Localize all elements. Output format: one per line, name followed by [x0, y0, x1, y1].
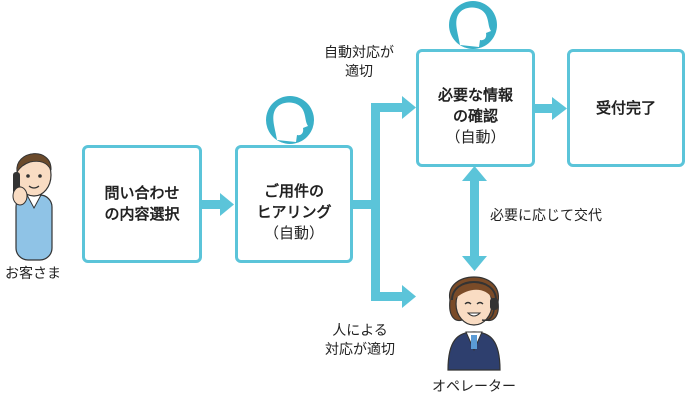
ai-head-icon: [266, 96, 314, 144]
arrow-handover-down-head: [462, 256, 487, 271]
box-inquiry-selection: 問い合わせ の内容選択: [82, 145, 202, 263]
label-human-response-line-1: 人による: [332, 323, 388, 339]
arrow-inquiry-to-hearing: [201, 200, 221, 209]
box-confirm-line-1: 必要な情報: [437, 85, 513, 104]
label-operator: オペレーター: [432, 379, 516, 395]
connectors: [201, 96, 567, 308]
arrow-handover-up-head: [462, 166, 487, 181]
arrow-handover-shaft: [470, 180, 479, 258]
box-inquiry-line-1: 問い合わせ: [104, 184, 180, 202]
box-hearing-line-1: ご用件の: [263, 181, 324, 200]
arrow-hearing-branch: [352, 200, 380, 209]
box-hearing: ご用件の ヒアリング （自動）: [235, 145, 353, 263]
ai-badge-label: AI: [282, 112, 298, 127]
box-confirm-line-3: （自動）: [445, 127, 506, 146]
box-done-line-1: 受付完了: [595, 98, 656, 117]
ai-badge-label: AI: [465, 17, 481, 32]
operator-avatar-icon: [447, 276, 501, 371]
box-confirm-line-2: の確認: [452, 106, 498, 125]
ai-head-icon: [449, 1, 497, 49]
branch-trunk: [371, 103, 380, 301]
label-auto-response: 自動対応が 適切: [312, 44, 406, 82]
label-auto-response-line-1: 自動対応が: [324, 45, 394, 61]
box-confirm-info: 必要な情報 の確認 （自動）: [416, 49, 535, 167]
box-hearing-line-3: （自動）: [263, 223, 324, 242]
box-inquiry-line-2: の内容選択: [104, 205, 180, 223]
arrow-to-operator-head: [402, 285, 416, 308]
arrow-to-confirm: [371, 103, 404, 112]
box-reception-complete: 受付完了: [567, 49, 685, 167]
label-human-response: 人による 対応が適切: [310, 322, 410, 360]
box-hearing-line-2: ヒアリング: [256, 202, 332, 221]
arrow-to-operator: [371, 292, 404, 301]
label-customer: お客さま: [5, 266, 61, 282]
label-human-response-line-2: 対応が適切: [325, 342, 395, 358]
label-handover: 必要に応じて交代: [490, 208, 602, 224]
customer-avatar-icon: [12, 153, 53, 261]
label-auto-response-line-2: 適切: [345, 64, 373, 80]
arrow-confirm-to-done: [534, 104, 554, 113]
arrow-inquiry-to-hearing-head: [220, 193, 234, 216]
arrow-confirm-to-done-head: [552, 97, 567, 120]
arrow-to-confirm-head: [402, 96, 416, 119]
